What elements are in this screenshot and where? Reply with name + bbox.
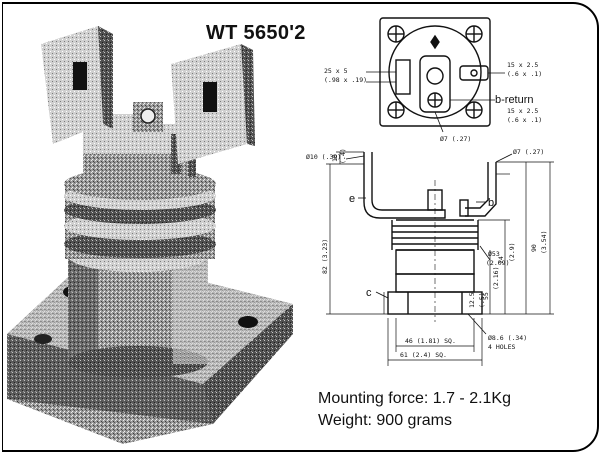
- dim-diameter-53-in: (2.09): [486, 259, 509, 267]
- dim-mount-holes: Ø8.6 (.34): [488, 334, 527, 342]
- top-view: [366, 17, 505, 133]
- dim-centre-hole: Ø7 (.27): [440, 135, 471, 143]
- dim-side-left: Ø10 (.39): [306, 153, 341, 161]
- dim-width-46: 46 (1.81) SQ.: [405, 337, 456, 345]
- dim-top-right-b: (.6 x .1): [507, 70, 542, 78]
- label-b: b: [488, 197, 494, 209]
- product-photo: [3, 4, 298, 450]
- dim-top-left-b: (.98 x .19): [324, 76, 367, 84]
- dim-side-right: Ø7 (.27): [513, 148, 544, 156]
- specifications: Mounting force: 1.7 - 2.1Kg Weight: 900 …: [318, 388, 588, 432]
- dim-height-90-in: (3.54): [540, 231, 548, 254]
- dim-height-82: 82 (3.23): [321, 239, 329, 274]
- dim-top-right-a: 15 x 2.5: [507, 61, 538, 69]
- corner-hole-tr: [465, 25, 483, 43]
- dim-height-12: 12.5: [468, 292, 476, 308]
- dim-height-74: 74: [497, 256, 505, 264]
- dim-height-90: 90: [530, 244, 538, 252]
- weight: Weight: 900 grams: [318, 412, 452, 429]
- dim-width-61: 61 (2.4) SQ.: [400, 351, 447, 359]
- technical-drawing: 25 x 5 (.98 x .19) 15 x 2.5 (.6 x .1) b-…: [300, 4, 590, 374]
- corner-hole-bl: [387, 101, 405, 119]
- side-view: [326, 151, 554, 366]
- dim-diameter-53: Ø53: [488, 250, 500, 258]
- dim-mount-holes-count: 4 HOLES: [488, 343, 515, 351]
- label-e: e: [349, 193, 355, 205]
- label-b-return: b-return: [495, 94, 534, 106]
- dim-b-return-b: (.6 x .1): [507, 116, 542, 124]
- label-c: c: [366, 287, 372, 299]
- dim-b-return-a: 15 x 2.5: [507, 107, 538, 115]
- dim-height-55-in: (2.16): [492, 267, 500, 290]
- model-title: WT 5650'2: [206, 22, 306, 44]
- corner-hole-br: [465, 101, 483, 119]
- dim-height-74-in: (2.9): [508, 242, 516, 262]
- dim-top-left-a: 25 x 5: [324, 67, 348, 75]
- dim-height-10: 10: [331, 154, 339, 162]
- dim-height-55: 55: [482, 292, 490, 300]
- mounting-force: Mounting force: 1.7 - 2.1Kg: [318, 390, 511, 407]
- dim-height-12-in: (.5): [478, 292, 486, 308]
- dim-height-10-in: (.4): [339, 148, 347, 164]
- corner-hole-tl: [387, 25, 405, 43]
